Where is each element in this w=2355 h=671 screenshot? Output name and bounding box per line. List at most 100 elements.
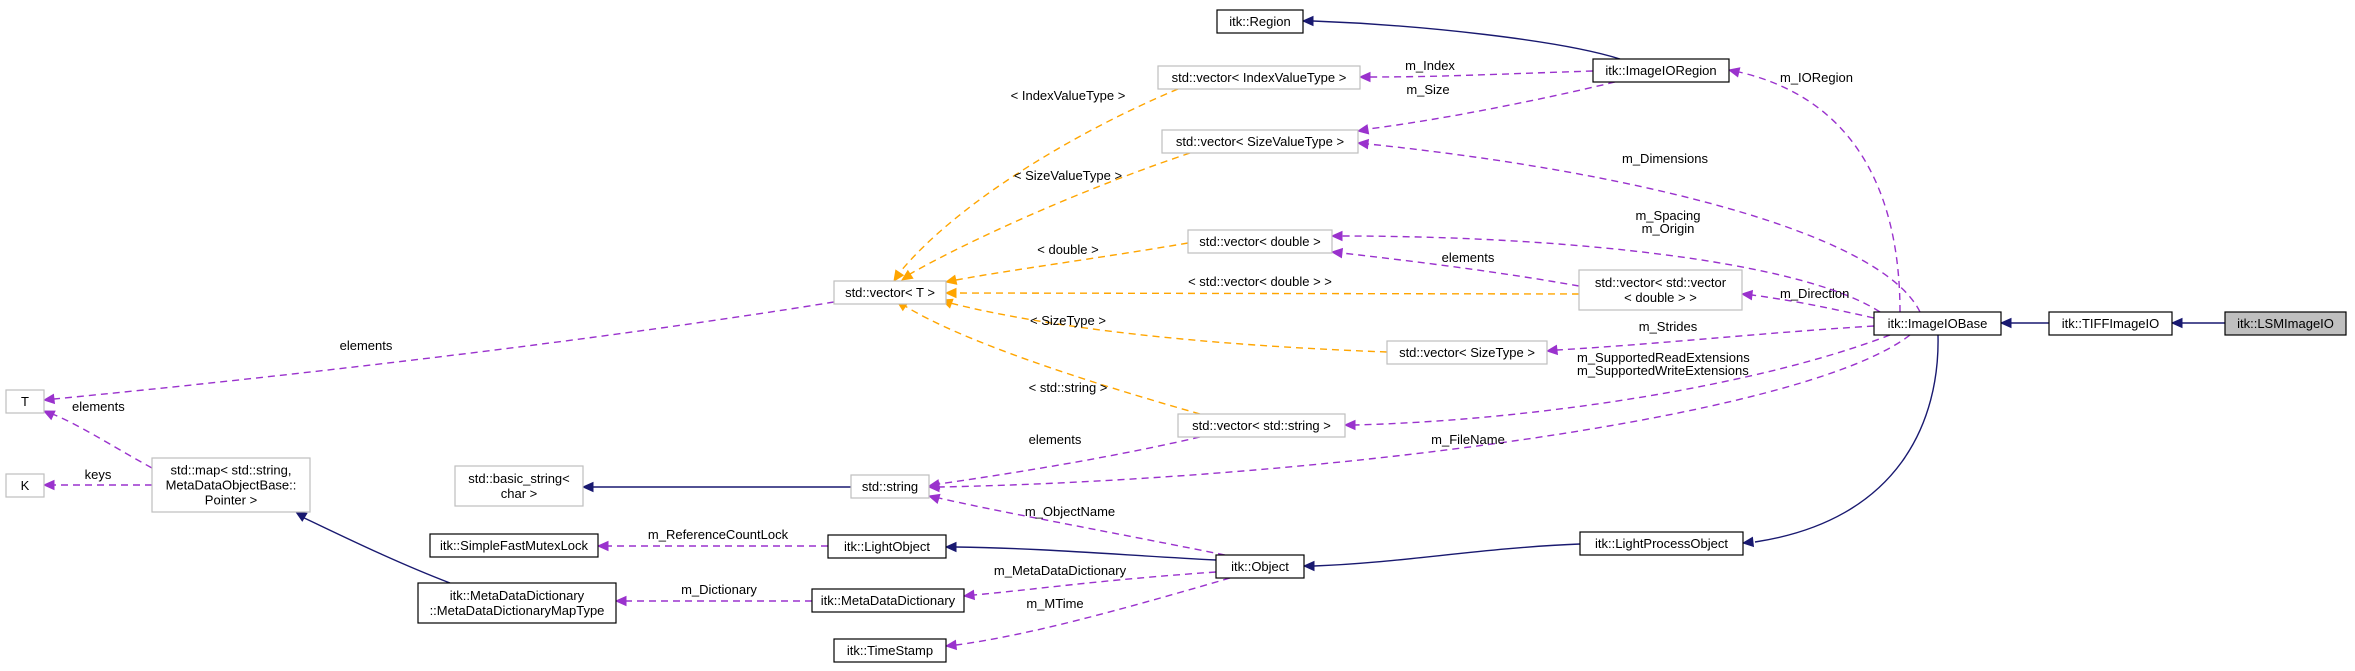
member-elements-vector-t-arrowhead: [42, 393, 56, 405]
inherit-lsm-tiff-arrowhead: [2170, 317, 2183, 329]
node-light-object[interactable]: itk::LightObject: [827, 534, 947, 559]
member-elements-vecvec-edge: [1330, 247, 1580, 287]
edge-label-tpl-index-value-type: < IndexValueType >: [1011, 88, 1126, 103]
inherit-object-lightobject-edge: [944, 541, 1217, 561]
node-time-stamp-label[interactable]: itk::TimeStamp: [847, 643, 933, 658]
member-m-metadatadict-line: [973, 571, 1217, 596]
node-image-io-region-label[interactable]: itk::ImageIORegion: [1605, 63, 1716, 78]
node-vector-double-box: [1187, 229, 1333, 254]
member-m-direction-line: [1751, 294, 1875, 319]
node-region-label[interactable]: itk::Region: [1229, 14, 1290, 29]
edge-label-m-supported-extensions-line1: m_SupportedReadExtensions: [1577, 350, 1750, 365]
node-simple-fast-mutex-lock-label[interactable]: itk::SimpleFastMutexLock: [440, 538, 589, 553]
node-t-box: [5, 389, 45, 414]
node-object-label[interactable]: itk::Object: [1231, 559, 1289, 574]
node-image-io-base[interactable]: itk::ImageIOBase: [1873, 311, 2002, 336]
member-m-supported-ext-edge: [1343, 334, 1891, 431]
member-m-supported-ext-arrowhead: [1343, 419, 1356, 431]
node-time-stamp[interactable]: itk::TimeStamp: [833, 638, 947, 663]
member-elements-vecvec-arrowhead: [1330, 247, 1344, 259]
node-std-basic-string-box: [454, 465, 584, 507]
node-tiff-image-io-box[interactable]: [2048, 311, 2173, 336]
template-string-line: [904, 305, 1201, 415]
template-double-arrowhead: [944, 274, 958, 285]
inherit-mapType-map-arrowhead: [294, 511, 308, 522]
member-m-objectname-edge: [927, 493, 1226, 556]
node-meta-data-dictionary-map-type-label-line2[interactable]: ::MetaDataDictionaryMapType: [430, 603, 605, 618]
template-size-value-type-edge: [900, 152, 1191, 281]
node-vector-size-value-type-box: [1161, 129, 1359, 154]
node-std-map-label-line3: Pointer >: [205, 493, 257, 508]
node-std-basic-string-label-line2: char >: [501, 486, 538, 501]
member-keys-arrowhead: [42, 479, 55, 491]
node-std-map-label-line1: std::map< std::string,: [170, 463, 291, 478]
node-vector-size-value-type: std::vector< SizeValueType >: [1161, 129, 1359, 154]
edge-label-m-spacing-origin-line2: m_Origin: [1642, 221, 1695, 236]
node-meta-data-dictionary-box[interactable]: [811, 588, 965, 613]
node-image-io-base-label[interactable]: itk::ImageIOBase: [1888, 316, 1988, 331]
template-vector-double-edge: [944, 287, 1580, 299]
edge-label-tpl-vector-double: < std::vector< double > >: [1188, 274, 1332, 289]
node-meta-data-dictionary-map-type-box[interactable]: [417, 582, 617, 624]
member-m-objectname-line: [938, 497, 1226, 556]
node-k-label: K: [21, 478, 30, 493]
member-m-direction-arrowhead: [1740, 289, 1754, 301]
node-vector-size-type-label: std::vector< SizeType >: [1399, 345, 1535, 360]
node-light-object-box[interactable]: [827, 534, 947, 559]
node-vector-vector-double-label-line2: < double > >: [1624, 290, 1697, 305]
node-vector-size-value-type-label: std::vector< SizeValueType >: [1176, 134, 1344, 149]
member-m-ioregion-line: [1738, 71, 1901, 313]
node-tiff-image-io-label[interactable]: itk::TIFFImageIO: [2062, 316, 2160, 331]
node-lsm-image-io[interactable]: itk::LSMImageIO: [2224, 311, 2347, 336]
node-light-object-label[interactable]: itk::LightObject: [844, 539, 930, 554]
node-std-map: std::map< std::string,MetaDataObjectBase…: [151, 457, 311, 513]
node-simple-fast-mutex-lock[interactable]: itk::SimpleFastMutexLock: [429, 533, 599, 558]
node-light-process-object-box[interactable]: [1579, 531, 1744, 556]
node-std-vector-t: std::vector< T >: [833, 280, 947, 305]
node-object[interactable]: itk::Object: [1215, 554, 1305, 579]
inherit-lpo-object-edge: [1302, 543, 1581, 572]
node-light-process-object[interactable]: itk::LightProcessObject: [1579, 531, 1744, 556]
node-vector-double-label: std::vector< double >: [1199, 234, 1320, 249]
node-time-stamp-box[interactable]: [833, 638, 947, 663]
edge-label-m-direction: m_Direction: [1780, 286, 1849, 301]
node-region-box[interactable]: [1216, 9, 1304, 34]
node-vector-size-type-box: [1386, 340, 1548, 365]
inherit-string-basicstring-edge: [581, 481, 851, 493]
edge-label-tpl-size-value-type: < SizeValueType >: [1014, 168, 1122, 183]
member-m-ioregion-edge: [1727, 67, 1901, 313]
edges-layer: [42, 15, 2225, 651]
node-region[interactable]: itk::Region: [1216, 9, 1304, 34]
node-simple-fast-mutex-lock-box[interactable]: [429, 533, 599, 558]
node-tiff-image-io[interactable]: itk::TIFFImageIO: [2048, 311, 2173, 336]
edge-label-m-file-name: m_FileName: [1431, 432, 1505, 447]
node-lsm-image-io-box[interactable]: [2224, 311, 2347, 336]
member-elements-vecstring-arrowhead: [927, 479, 941, 490]
node-std-basic-string-label-line1: std::basic_string<: [468, 471, 570, 486]
node-meta-data-dictionary-map-type-label-line1[interactable]: itk::MetaDataDictionary: [450, 588, 585, 603]
node-light-process-object-label[interactable]: itk::LightProcessObject: [1595, 536, 1728, 551]
node-vector-string: std::vector< std::string >: [1177, 413, 1346, 438]
node-image-io-base-box[interactable]: [1873, 311, 2002, 336]
node-t: T: [5, 389, 45, 414]
inherit-lpo-object-line: [1313, 543, 1581, 567]
member-m-spacing-origin-arrowhead: [1330, 230, 1343, 242]
node-meta-data-dictionary-label[interactable]: itk::MetaDataDictionary: [821, 593, 956, 608]
node-vector-vector-double: std::vector< std::vector< double > >: [1578, 269, 1743, 311]
member-m-index-arrowhead: [1358, 71, 1371, 83]
member-m-index-edge: [1358, 70, 1594, 83]
node-meta-data-dictionary[interactable]: itk::MetaDataDictionary: [811, 588, 965, 613]
node-image-io-region[interactable]: itk::ImageIORegion: [1592, 58, 1730, 83]
template-size-value-type-arrowhead: [900, 269, 914, 281]
node-lsm-image-io-label[interactable]: itk::LSMImageIO: [2237, 316, 2334, 331]
edge-label-tpl-string: < std::string >: [1029, 380, 1108, 395]
node-vector-string-box: [1177, 413, 1346, 438]
node-meta-data-dictionary-map-type[interactable]: itk::MetaDataDictionary::MetaDataDiction…: [417, 582, 617, 624]
node-image-io-region-box[interactable]: [1592, 58, 1730, 83]
member-m-size-edge: [1356, 81, 1616, 135]
node-std-vector-t-label: std::vector< T >: [845, 285, 935, 300]
node-object-box[interactable]: [1215, 554, 1305, 579]
member-m-spacing-origin-edge: [1330, 230, 1881, 313]
edge-label-elements-vector-of-vector: elements: [1442, 250, 1495, 265]
member-m-mtime-arrowhead: [944, 639, 958, 651]
